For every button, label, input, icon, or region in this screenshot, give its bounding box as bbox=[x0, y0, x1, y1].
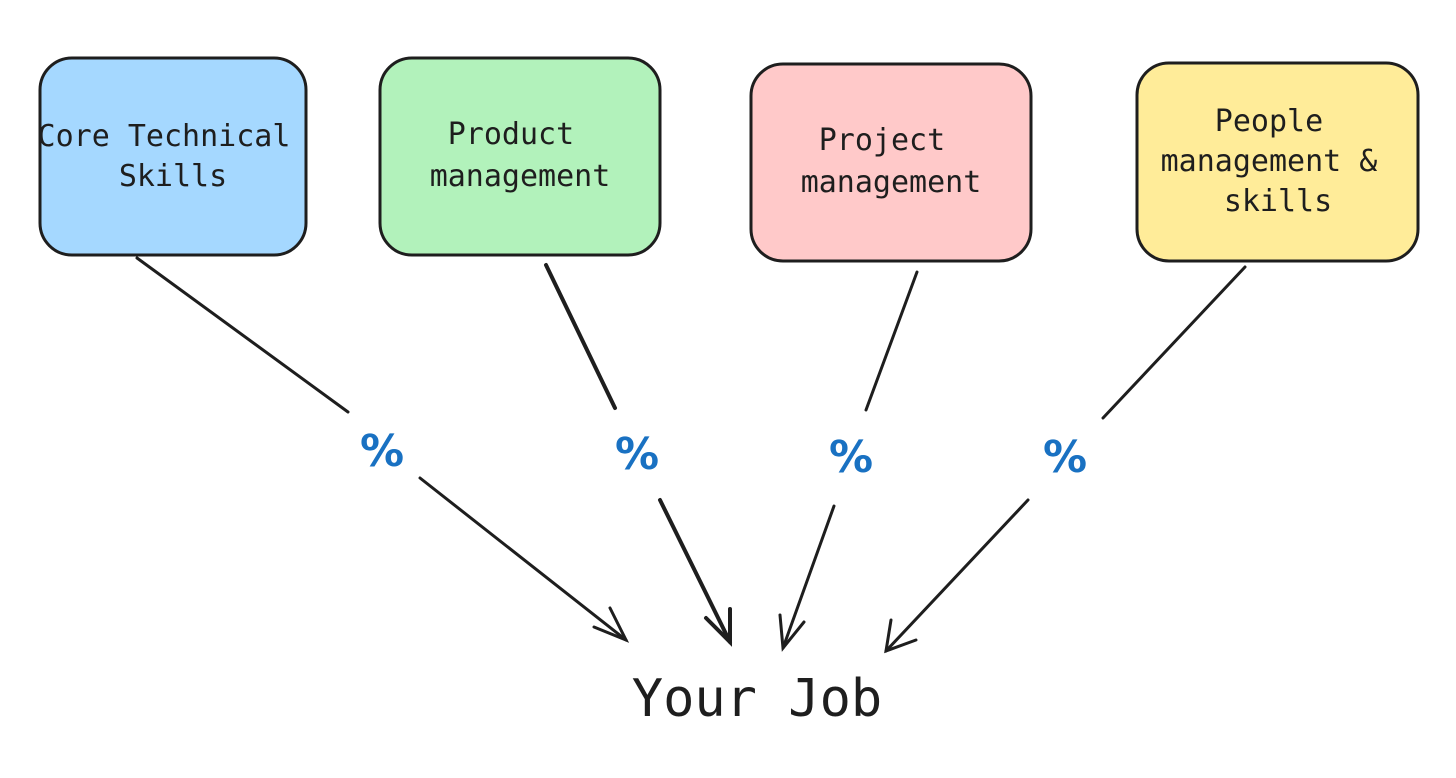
node-box-core bbox=[38, 56, 308, 257]
edge-label-product: % bbox=[615, 429, 659, 480]
node-box-people bbox=[1135, 61, 1420, 263]
node-product-management: Product management bbox=[378, 56, 662, 257]
arrow-project-to-job bbox=[778, 270, 919, 652]
node-label-project: Project management bbox=[801, 123, 982, 200]
arrow-core-line-upper bbox=[135, 256, 350, 414]
arrow-core-head bbox=[592, 606, 630, 643]
arrow-people-line-upper bbox=[1101, 265, 1247, 420]
arrow-product-head bbox=[704, 607, 732, 647]
arrow-core-line-lower bbox=[418, 476, 628, 642]
node-label-product: Product management bbox=[430, 117, 611, 194]
target-your-job: Your Job bbox=[632, 669, 882, 729]
arrow-product-to-job bbox=[544, 263, 732, 647]
arrow-people-to-job bbox=[884, 265, 1247, 654]
node-project-management: Project management bbox=[749, 62, 1033, 263]
edge-label-core: % bbox=[360, 426, 404, 477]
arrow-project-line-upper bbox=[864, 270, 919, 412]
arrow-product-line-upper bbox=[544, 263, 617, 410]
arrow-core-to-job bbox=[135, 256, 630, 643]
node-label-core: Core Technical Skills bbox=[38, 119, 309, 194]
arrow-people-head bbox=[884, 618, 918, 654]
arrow-people-line-lower bbox=[884, 498, 1030, 653]
node-label-people: People management & skills bbox=[1161, 104, 1396, 219]
arrow-project-line-lower bbox=[781, 504, 836, 650]
edge-label-project: % bbox=[829, 432, 873, 483]
edge-label-people: % bbox=[1043, 432, 1087, 483]
node-people-management: People management & skills bbox=[1135, 61, 1420, 263]
node-core-technical-skills: Core Technical Skills bbox=[38, 56, 309, 257]
arrow-project-head bbox=[778, 613, 806, 652]
node-box-product bbox=[378, 56, 662, 257]
node-box-project bbox=[749, 62, 1033, 263]
arrow-product-line-lower bbox=[658, 498, 732, 644]
